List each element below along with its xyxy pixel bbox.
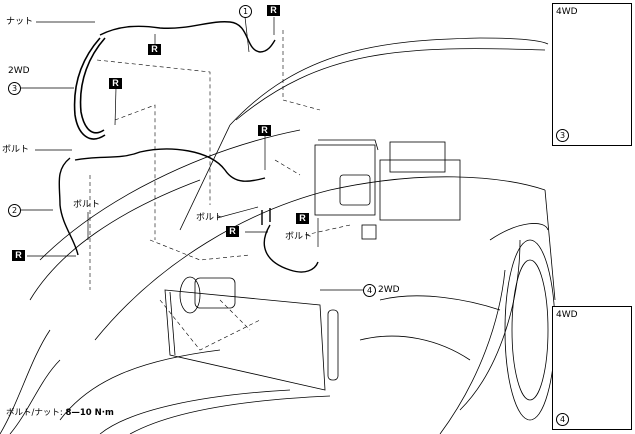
- hose-3: [73, 37, 106, 140]
- callout-1: 1: [239, 5, 252, 18]
- dashed-guides: [89, 30, 351, 351]
- replace-marker: R: [148, 44, 161, 55]
- inset-variant-label: 4WD: [556, 310, 578, 320]
- inset-callout-4: 4: [556, 413, 569, 426]
- inset-4wd-hose-4: 4WD 4: [552, 306, 632, 430]
- hose-1: [99, 21, 276, 53]
- torque-label: ボルト/ナット:: [6, 408, 63, 418]
- bolt-label: ボルト: [196, 213, 224, 223]
- replace-marker: R: [226, 226, 239, 237]
- replace-marker: R: [12, 250, 25, 261]
- condenser: [164, 289, 339, 391]
- car-body-outline: [0, 37, 556, 434]
- replace-marker: R: [258, 125, 271, 136]
- callout-4: 4: [363, 284, 376, 297]
- replace-marker: R: [296, 213, 309, 224]
- bolt-label: ボルト: [73, 200, 101, 210]
- leader-lines: [20, 16, 365, 291]
- heater-unit: [314, 139, 461, 240]
- inset-4wd-hose-3: 4WD 3: [552, 3, 632, 146]
- nut-label: ナット: [6, 17, 34, 27]
- variant-2wd-label-4: 2WD: [378, 285, 400, 295]
- replace-marker: R: [109, 78, 122, 89]
- torque-value: 8—10 N·m: [65, 408, 114, 418]
- torque-note: ボルト/ナット: 8—10 N·m: [6, 406, 114, 418]
- inset-variant-label: 4WD: [556, 7, 578, 17]
- variant-2wd-label-3: 2WD: [8, 66, 30, 76]
- hose-2: [58, 148, 266, 256]
- callout-3: 3: [8, 82, 21, 95]
- compressor: [179, 276, 236, 314]
- inset-callout-3: 3: [556, 129, 569, 142]
- callout-2: 2: [8, 204, 21, 217]
- replace-marker: R: [267, 5, 280, 16]
- bolt-label: ボルト: [285, 232, 313, 242]
- bolt-label: ボルト: [2, 145, 30, 155]
- hose-4: [261, 208, 319, 273]
